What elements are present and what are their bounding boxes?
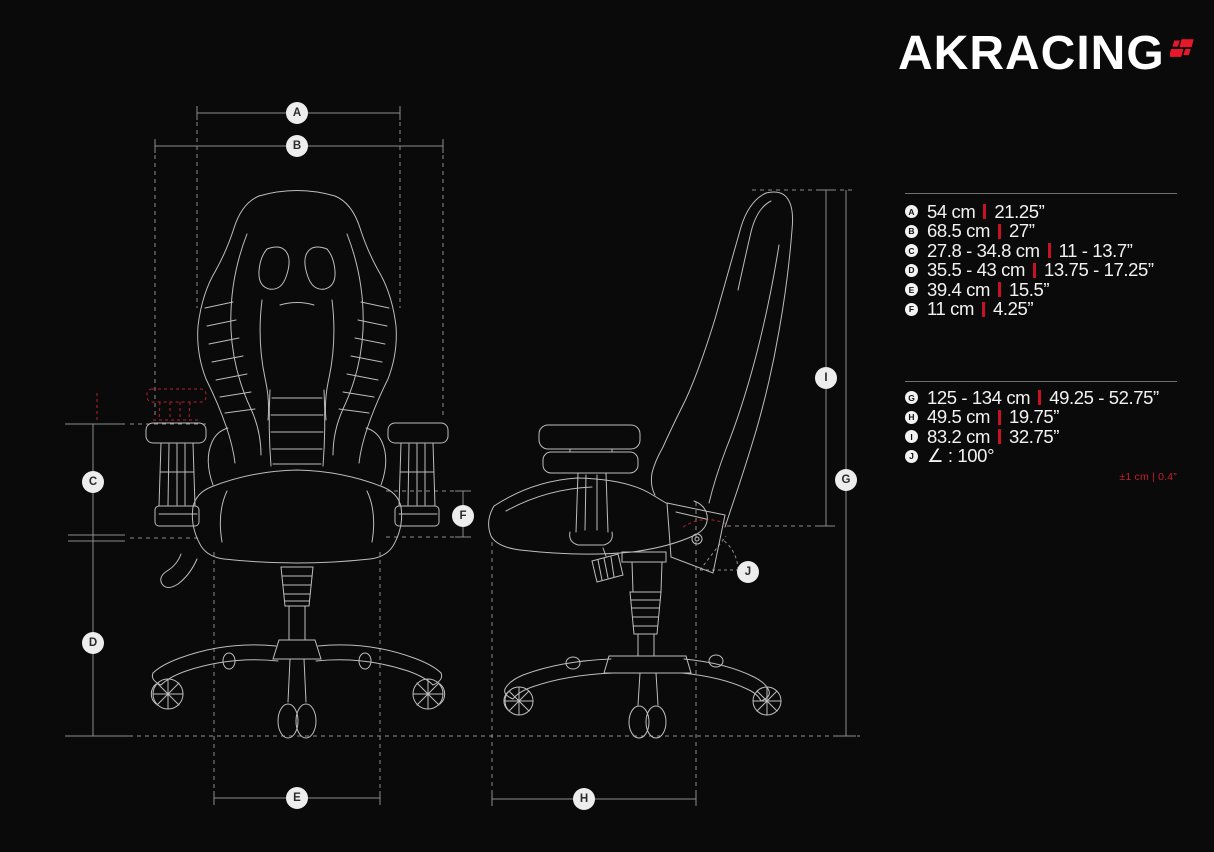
spec-divider-top	[905, 193, 1177, 194]
spec-row-g: G 125 - 134 cm 49.25 - 52.75”	[905, 386, 1185, 408]
spec-row-j: J ∠ : 100°	[905, 445, 1185, 467]
front-armrest-right	[387, 422, 449, 527]
spec-value-inch: 32.75”	[1009, 425, 1060, 447]
dim-badge-h: H	[573, 788, 595, 810]
side-backrest	[651, 191, 794, 528]
spec-badge-j: J	[905, 449, 918, 463]
spec-value-cm: 68.5 cm	[927, 220, 991, 242]
spec-value-cm: 35.5 - 43 cm	[927, 259, 1026, 281]
front-base	[150, 566, 446, 739]
armrest-raised-indicator	[96, 388, 207, 421]
spec-value-cm: 125 - 134 cm	[927, 386, 1031, 408]
spec-value-cm: 39.4 cm	[927, 278, 991, 300]
dim-badge-j: J	[737, 561, 759, 583]
dim-badge-f: F	[452, 505, 474, 527]
dim-badge-a: A	[286, 102, 308, 124]
spec-row-a: A 54 cm 21.25”	[905, 200, 1185, 222]
front-backrest	[197, 190, 397, 467]
spec-value-cm: 54 cm	[927, 200, 976, 222]
spec-separator	[998, 409, 1002, 425]
spec-badge-c: C	[905, 244, 918, 258]
spec-row-d: D 35.5 - 43 cm 13.75 - 17.25”	[905, 259, 1185, 281]
side-hinge-bracket	[666, 502, 726, 574]
side-base	[503, 654, 782, 739]
side-wheel-left	[503, 686, 534, 716]
dim-badge-g: G	[835, 469, 857, 491]
spec-badge-h: H	[905, 410, 918, 424]
front-armrest-left	[145, 422, 207, 527]
side-wheel-center	[628, 672, 667, 739]
front-wheel-right	[412, 678, 446, 710]
spec-value-inch: 27”	[1009, 220, 1035, 242]
spec-value-cm: 83.2 cm	[927, 425, 991, 447]
front-seat	[160, 427, 403, 588]
spec-row-h: H 49.5 cm 19.75”	[905, 406, 1185, 428]
spec-separator	[998, 282, 1002, 298]
spec-badge-b: B	[905, 224, 918, 238]
spec-badge-g: G	[905, 391, 918, 405]
spec-value-cm: 11 cm	[927, 298, 975, 320]
spec-separator	[998, 223, 1002, 239]
spec-row-b: B 68.5 cm 27”	[905, 220, 1185, 242]
spec-row-c: C 27.8 - 34.8 cm 11 - 13.7”	[905, 239, 1185, 261]
spec-badge-e: E	[905, 283, 918, 297]
tolerance-note: ±1 cm | 0.4”	[1119, 471, 1177, 483]
side-mechanism	[591, 547, 667, 657]
dim-badge-c: C	[82, 471, 104, 493]
brand-logo: AKRACING	[898, 30, 1194, 78]
dim-badge-b: B	[286, 135, 308, 157]
dim-badge-e: E	[286, 787, 308, 809]
spec-row-f: F 11 cm 4.25”	[905, 298, 1185, 320]
spec-row-i: I 83.2 cm 32.75”	[905, 425, 1185, 447]
spec-separator	[982, 301, 986, 317]
spec-value-inch: 21.25”	[994, 200, 1045, 222]
side-seat	[488, 472, 708, 555]
spec-value-inch: 13.75 - 17.25”	[1044, 259, 1154, 281]
spec-angle-value: ∠ : 100°	[927, 445, 995, 467]
side-wheel-right	[752, 686, 782, 716]
chair-front-view	[145, 190, 449, 739]
spec-badge-a: A	[905, 205, 918, 219]
dimension-lines	[65, 106, 860, 806]
brand-flag-icon	[1169, 39, 1194, 57]
spec-separator	[998, 429, 1002, 445]
spec-value-inch: 4.25”	[993, 298, 1034, 320]
spec-value-cm: 27.8 - 34.8 cm	[927, 239, 1040, 261]
chair-side-view	[488, 191, 794, 739]
side-armrest	[538, 424, 641, 546]
spec-value-cm: 49.5 cm	[927, 406, 991, 428]
spec-value-inch: 19.75”	[1009, 406, 1060, 428]
spec-list-primary: A 54 cm 21.25” B 68.5 cm 27” C 27.8 - 34…	[905, 200, 1185, 320]
dim-badge-i: I	[815, 367, 837, 389]
spec-badge-i: I	[905, 430, 918, 444]
spec-separator	[1047, 243, 1051, 259]
spec-list-secondary: G 125 - 134 cm 49.25 - 52.75” H 49.5 cm …	[905, 386, 1185, 467]
spec-value-inch: 49.25 - 52.75”	[1049, 386, 1159, 408]
spec-badge-d: D	[905, 263, 918, 277]
spec-separator	[1033, 262, 1037, 278]
spec-value-inch: 11 - 13.7”	[1058, 239, 1133, 261]
spec-value-inch: 15.5”	[1009, 278, 1050, 300]
spec-badge-f: F	[905, 302, 918, 316]
dim-badge-d: D	[82, 632, 104, 654]
front-wheel-center	[277, 658, 317, 739]
spec-divider-bottom	[905, 381, 1177, 382]
front-wheel-left	[150, 678, 184, 710]
spec-separator	[1038, 390, 1042, 406]
spec-separator	[983, 204, 987, 220]
brand-logo-text: AKRACING	[898, 27, 1165, 80]
spec-row-e: E 39.4 cm 15.5”	[905, 278, 1185, 300]
